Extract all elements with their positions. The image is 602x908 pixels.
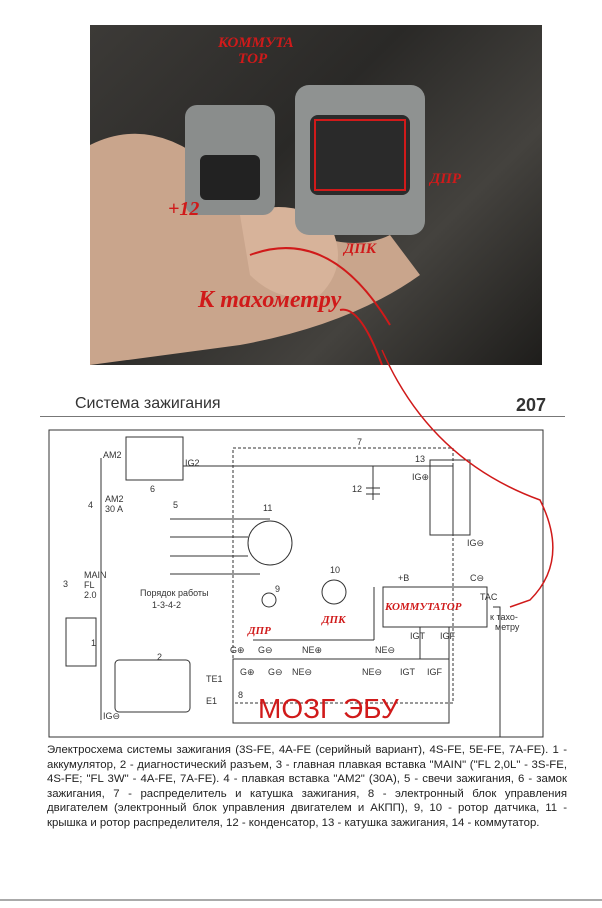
ig2-wire — [183, 465, 454, 535]
sensor-rotor-10 — [321, 579, 347, 605]
ignition-switch — [125, 436, 184, 481]
tachometer-label: К тахометру — [197, 287, 342, 313]
red-outline — [314, 119, 406, 191]
ignition-coil — [429, 459, 471, 536]
firing-order-value: 1-3-4-2 — [152, 600, 181, 610]
firing-order-label: Порядок работы — [140, 588, 209, 598]
page-bottom-rule — [0, 899, 602, 901]
connector-photo: КОММУТА ТОР +12 ДПР ДПК К тахометру — [90, 25, 542, 365]
header-rule — [40, 416, 565, 417]
ne-minus-label-ecu-1: NE⊖ — [292, 667, 312, 677]
am2-fuse-rating: 30 A — [105, 504, 123, 514]
dpr-annotation: ДПР — [247, 625, 271, 637]
sensor-rotor-9 — [261, 592, 277, 608]
ig-minus-left-label: IG⊖ — [103, 711, 120, 721]
main-fuse-label: MAIN — [84, 570, 107, 580]
spark-plug-wires — [170, 518, 270, 575]
ne-plus-label-top: NE⊕ — [302, 645, 322, 655]
red-tachometer-arrow — [381, 349, 554, 608]
dpr-label: ДПР — [428, 171, 462, 187]
fl-rating: 2.0 — [84, 590, 97, 600]
ecu-box — [232, 658, 450, 724]
fl-label: FL — [84, 580, 95, 590]
ecu-annotation: МОЗГ ЭБУ — [258, 693, 399, 724]
figure-caption: Электросхема системы зажигания (3S-FE, 4… — [47, 744, 567, 829]
igf-label: IGF — [440, 631, 456, 641]
e1-label: E1 — [206, 696, 217, 706]
label-8: 8 — [238, 690, 243, 700]
ne-minus-label-ecu-2: NE⊖ — [362, 667, 382, 677]
c-minus-label: C⊖ — [470, 573, 484, 583]
label-13: 13 — [415, 454, 425, 464]
label-6: 6 — [150, 484, 155, 494]
label-10: 10 — [330, 565, 340, 575]
g-minus-label-ecu: G⊖ — [268, 667, 283, 677]
am2-label: AM2 — [103, 450, 122, 460]
connector-6pin-socket — [310, 115, 410, 195]
label-4: 4 — [88, 500, 93, 510]
dpk-annotation: ДПК — [321, 614, 346, 626]
label-2: 2 — [157, 652, 162, 662]
capacitor — [366, 466, 380, 500]
g-plus-label-top: G⊕ — [230, 645, 245, 655]
battery — [65, 617, 97, 667]
label-11: 11 — [263, 503, 272, 513]
commutator-annotation: КОММУТАТОР — [384, 601, 462, 613]
signal-wires — [253, 587, 501, 737]
commutator-box — [382, 586, 488, 628]
commutator-label-line1: КОММУТА — [217, 35, 294, 51]
distributor-box — [232, 447, 454, 704]
g-minus-label-top: G⊖ — [258, 645, 273, 655]
connector-2pin-socket — [200, 155, 260, 200]
commutator-label-line2: ТОР — [238, 51, 268, 67]
igt-label-ecu: IGT — [400, 667, 416, 677]
distributor-cap — [247, 520, 293, 566]
label-12: 12 — [352, 484, 362, 494]
section-title: Система зажигания — [75, 395, 221, 412]
diagnostic-connector — [114, 659, 191, 713]
ig-plus-label: IG⊕ — [412, 472, 429, 482]
connector-photo-drawing: КОММУТА ТОР +12 ДПР ДПК К тахометру — [90, 35, 462, 365]
igt-label: IGT — [410, 631, 426, 641]
b-plus-label: +B — [398, 573, 409, 583]
diagram-frame — [48, 429, 544, 738]
g-plus-label-ecu: G⊕ — [240, 667, 255, 677]
page-number: 207 — [516, 395, 547, 415]
igf-label-ecu: IGF — [427, 667, 443, 677]
ig-minus-label: IG⊖ — [467, 538, 484, 548]
tacho-out-label-2: метру — [495, 622, 520, 632]
red-arrow-lines — [249, 247, 391, 365]
label-3: 3 — [63, 579, 68, 589]
dpk-label: ДПК — [342, 241, 377, 257]
te1-label: TE1 — [206, 674, 223, 684]
label-1: 1 — [91, 638, 96, 648]
label-9: 9 — [275, 584, 280, 594]
label-5: 5 — [173, 500, 178, 510]
label-7: 7 — [357, 437, 362, 447]
ne-minus-label-top: NE⊖ — [375, 645, 395, 655]
plus12-label: +12 — [168, 198, 199, 220]
am2-fuse-label: AM2 — [105, 494, 124, 504]
tac-label: TAC — [480, 592, 498, 602]
ig2-label: IG2 — [185, 458, 200, 468]
tacho-out-label: к тахо- — [490, 612, 518, 622]
